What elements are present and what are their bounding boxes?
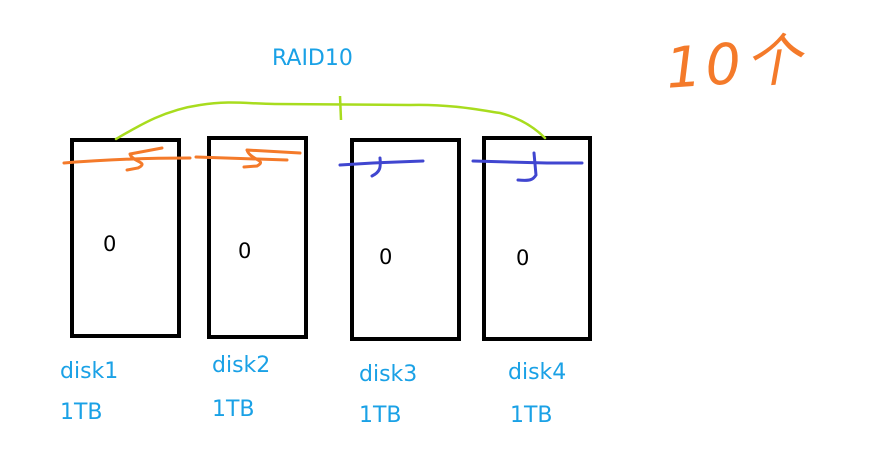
raid-title: RAID10 bbox=[272, 46, 353, 71]
disk1-name: disk1 bbox=[60, 359, 119, 384]
disk3-box bbox=[350, 138, 461, 341]
disk3-size: 1TB bbox=[359, 403, 402, 428]
disk2-box bbox=[207, 136, 308, 339]
disk4-name: disk4 bbox=[508, 360, 567, 385]
disk4-box bbox=[482, 136, 592, 341]
raid-bracket-tick bbox=[338, 95, 343, 121]
disk1-box bbox=[70, 138, 181, 338]
disk3-stripe-label: 0 bbox=[379, 245, 393, 269]
handwritten-count-annotation: 10个 bbox=[663, 27, 808, 102]
mirror-mark-orange bbox=[62, 146, 302, 172]
disk1-size: 1TB bbox=[60, 400, 103, 425]
disk2-stripe-label: 0 bbox=[238, 239, 252, 263]
disk1-stripe-label: 0 bbox=[103, 232, 117, 256]
disk3-name: disk3 bbox=[359, 362, 418, 387]
mirror-mark-blue bbox=[338, 151, 584, 182]
disk2-size: 1TB bbox=[212, 397, 255, 422]
raid-bracket bbox=[114, 101, 547, 141]
disk2-name: disk2 bbox=[212, 353, 271, 378]
disk4-size: 1TB bbox=[510, 403, 553, 428]
disk4-stripe-label: 0 bbox=[516, 246, 530, 270]
